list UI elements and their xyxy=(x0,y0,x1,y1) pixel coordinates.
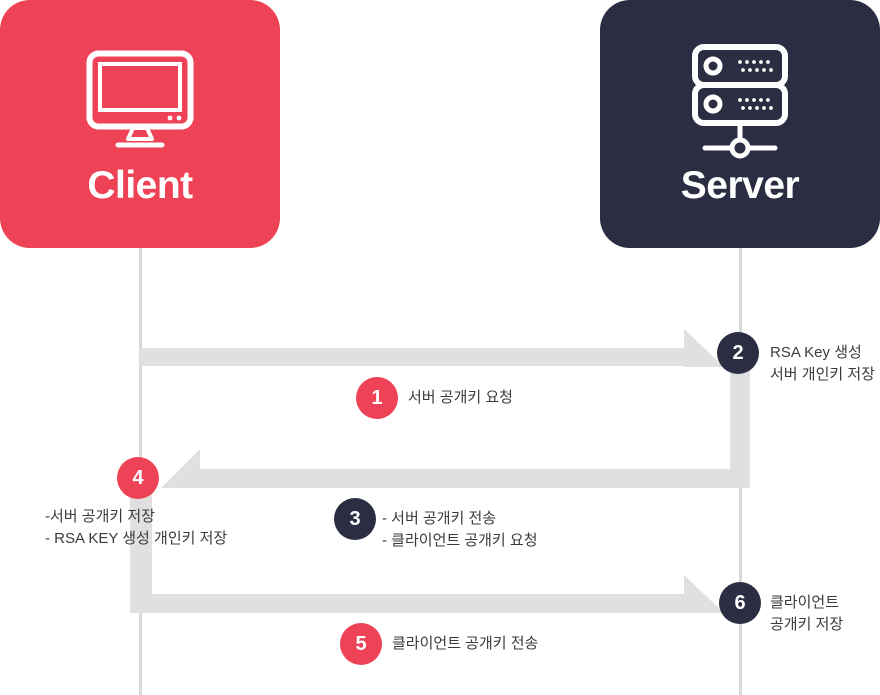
step-6-line-1: 클라이언트 xyxy=(770,594,840,611)
step-2-badge: 2 xyxy=(717,332,759,374)
step-5-badge: 5 xyxy=(340,623,382,665)
step-2-note: RSA Key 생성 서버 개인키 저장 xyxy=(770,342,875,386)
client-actor-label: Client xyxy=(87,164,193,207)
step-4-note: -서버 공개키 저장 - RSA KEY 생성 개인키 저장 xyxy=(45,506,227,550)
arrow-2-shaft xyxy=(200,469,750,488)
arrow-1-head xyxy=(684,329,724,367)
monitor-icon xyxy=(86,48,194,152)
arrow-3-head xyxy=(684,575,724,613)
server-actor-label: Server xyxy=(680,164,800,207)
step-4-line-1: -서버 공개키 저장 xyxy=(45,508,155,525)
arrow-3-shaft xyxy=(130,594,684,613)
step-2-line-2: 서버 개인키 저장 xyxy=(770,366,875,383)
client-actor-box: Client xyxy=(0,0,280,248)
step-5-line-1: 클라이언트 공개키 전송 xyxy=(392,635,539,652)
step-3-line-2: - 클라이언트 공개키 요청 xyxy=(382,532,538,549)
step-6-badge: 6 xyxy=(719,582,761,624)
step-1-badge: 1 xyxy=(356,377,398,419)
arrow-3-connector xyxy=(130,478,152,613)
step-2-line-1: RSA Key 생성 xyxy=(770,344,862,361)
server-rack-icon xyxy=(692,44,788,162)
arrow-2-connector xyxy=(730,356,750,469)
step-6-note: 클라이언트 공개키 저장 xyxy=(770,592,843,636)
step-3-note: - 서버 공개키 전송 - 클라이언트 공개키 요청 xyxy=(382,508,538,552)
step-6-line-2: 공개키 저장 xyxy=(770,616,844,633)
step-3-badge: 3 xyxy=(334,498,376,540)
arrow-2-head xyxy=(161,449,200,488)
step-1-note: 서버 공개키 요청 xyxy=(408,387,513,409)
server-actor-box: Server xyxy=(600,0,880,248)
step-4-badge: 4 xyxy=(117,457,159,499)
step-3-line-1: - 서버 공개키 전송 xyxy=(382,510,497,527)
step-5-note: 클라이언트 공개키 전송 xyxy=(392,633,538,655)
step-1-line-1: 서버 공개키 요청 xyxy=(408,389,513,406)
step-4-line-2: - RSA KEY 생성 개인키 저장 xyxy=(45,530,228,547)
arrow-1-shaft xyxy=(140,348,684,366)
